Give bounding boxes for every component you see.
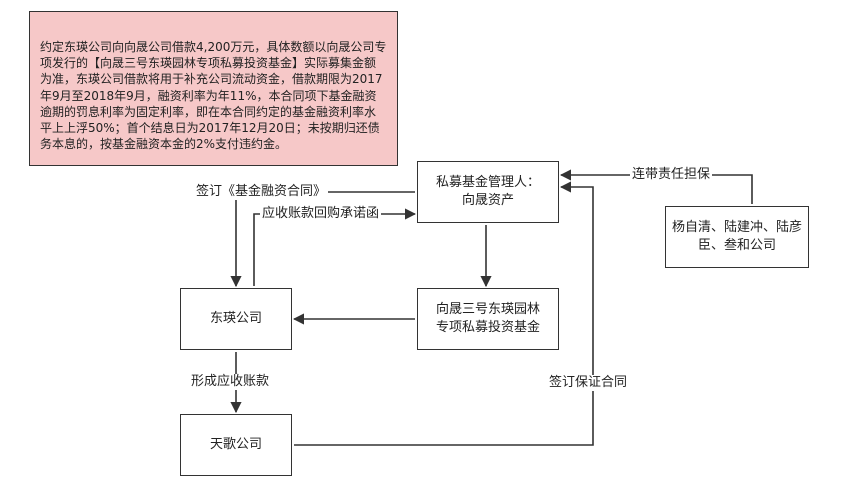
node-tiange-label: 天歌公司 — [209, 437, 262, 452]
edge-joint-guarantee — [559, 169, 753, 204]
node-fund: 向晟三号东瑛园林 专项私募投资基金 — [417, 288, 559, 350]
node-tiange: 天歌公司 — [180, 414, 292, 476]
edge-label-sign-fund-contract: 签订《基金融资合同》 — [194, 184, 329, 200]
edge-sign-guarantee — [294, 181, 594, 446]
contract-terms-note: 约定东瑛公司向向晟公司借款4,200万元，具体数额以向晟公司专项发行的【向晟三号… — [29, 11, 398, 166]
contract-terms-text: 约定东瑛公司向向晟公司借款4,200万元，具体数额以向晟公司专项发行的【向晟三号… — [40, 40, 387, 152]
node-dongying-label: 东瑛公司 — [209, 311, 262, 326]
node-guarantors-label: 杨自清、陆建冲、陆彦 臣、叁和公司 — [671, 220, 802, 253]
node-fund-label: 向晟三号东瑛园林 专项私募投资基金 — [435, 302, 540, 335]
edge-label-form-receivable: 形成应收账款 — [189, 374, 272, 390]
edge-label-joint-guarantee: 连带责任担保 — [630, 167, 713, 183]
edge-receivable-letter — [253, 208, 417, 286]
node-dongying: 东瑛公司 — [180, 288, 292, 350]
node-fund-manager-label: 私募基金管理人： 向晟资产 — [435, 175, 540, 208]
node-guarantors: 杨自清、陆建冲、陆彦 臣、叁和公司 — [665, 206, 809, 268]
edge-label-sign-guarantee: 签订保证合同 — [547, 375, 630, 391]
node-fund-manager: 私募基金管理人： 向晟资产 — [417, 161, 559, 223]
edge-label-receivable-letter: 应收账款回购承诺函 — [260, 206, 382, 222]
